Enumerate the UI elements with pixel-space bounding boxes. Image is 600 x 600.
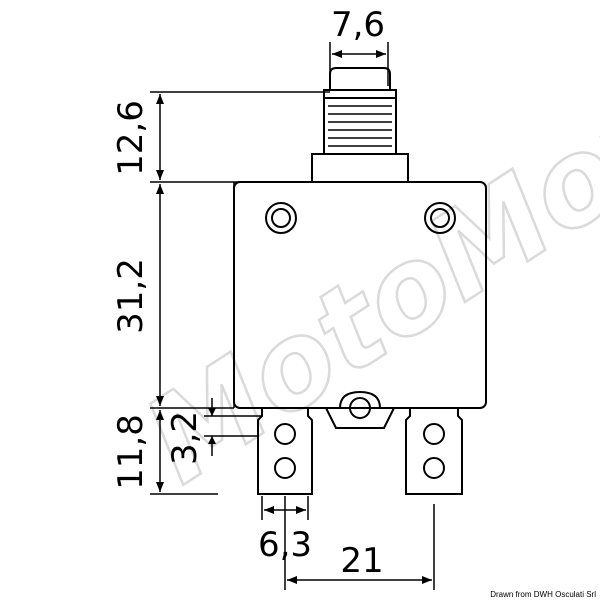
mounting-tab [325,390,395,429]
dim-button-height: 12,6 [111,91,330,183]
terminal-right [405,408,463,495]
dim-top-width: 7,6 [329,5,389,86]
dim-top-width-label: 7,6 [331,5,385,45]
dim-button-height-label: 12,6 [111,100,151,176]
dim-body-height-label: 31,2 [111,258,151,334]
push-button [311,67,409,183]
dim-terminal-spacing-label: 21 [340,541,383,581]
dim-body-height: 31,2 [111,184,234,409]
dim-terminal-height-label: 11,8 [111,414,151,490]
dim-terminal-spacing: 21 [284,496,435,590]
dim-terminal-offset: 3,2 [165,398,262,465]
dim-terminal-height: 11,8 [111,410,218,495]
dim-terminal-offset-label: 3,2 [165,411,205,465]
thread-lines [328,105,392,147]
credit-text: Drawn from DWH Osculati Srl [490,590,596,599]
breaker-body [233,181,487,409]
